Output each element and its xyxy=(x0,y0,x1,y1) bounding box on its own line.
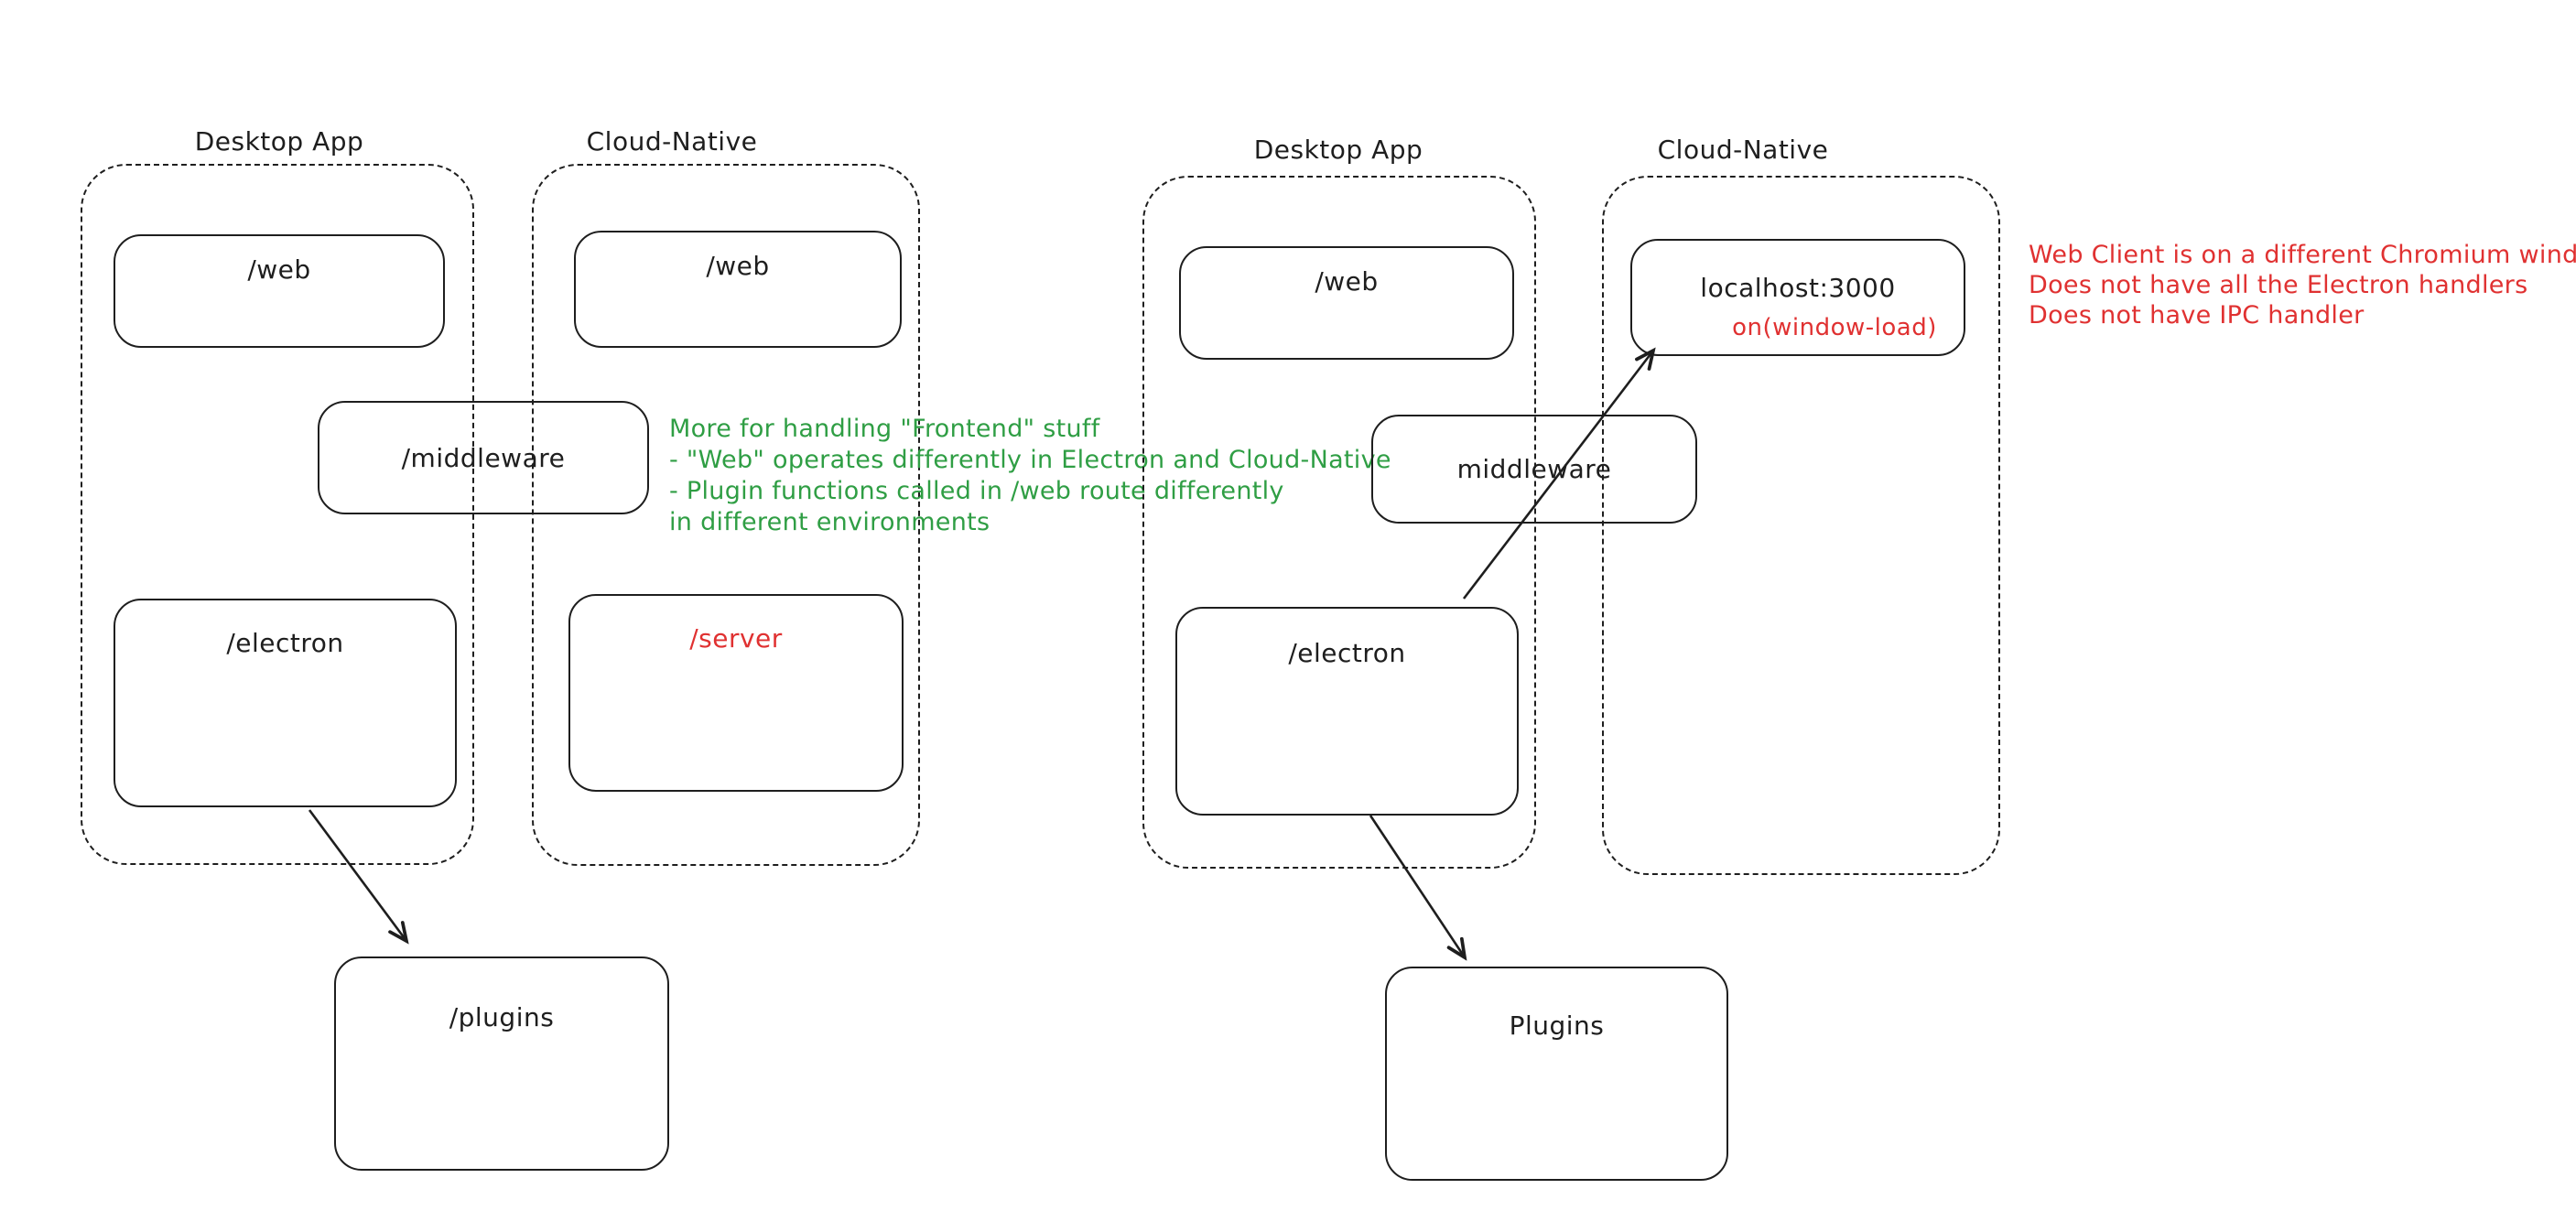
left-plugins-node: /plugins xyxy=(334,956,669,1171)
right-note-line-2: Does not have all the Electron handlers xyxy=(2029,271,2528,299)
right-plugins-node: Plugins xyxy=(1385,967,1728,1181)
right-note-line-1: Web Client is on a different Chromium wi… xyxy=(2029,241,2576,269)
right-middleware-label: middleware xyxy=(1456,454,1612,484)
right-desktop-web-label: /web xyxy=(1315,266,1379,297)
left-plugins-label: /plugins xyxy=(449,1002,555,1032)
right-plugins-label: Plugins xyxy=(1509,1010,1605,1041)
right-desktop-web-node: /web xyxy=(1179,246,1514,360)
right-cloud-native-title: Cloud-Native xyxy=(1657,135,1829,165)
left-cloud-web-node: /web xyxy=(574,231,902,348)
left-desktop-app-title: Desktop App xyxy=(194,126,364,157)
left-middleware-node: /middleware xyxy=(318,401,649,514)
right-desktop-app-title: Desktop App xyxy=(1253,135,1423,165)
left-electron-node: /electron xyxy=(114,599,457,807)
right-localhost-node: localhost:3000 on(window-load) xyxy=(1630,239,1965,356)
left-cloud-native-container xyxy=(532,164,920,866)
left-server-label: /server xyxy=(689,623,783,654)
left-cloud-native-title: Cloud-Native xyxy=(586,126,758,157)
left-server-node: /server xyxy=(568,594,904,792)
left-desktop-web-label: /web xyxy=(247,254,311,285)
left-note-line-3: - Plugin functions called in /web route … xyxy=(669,477,1284,505)
right-electron-node: /electron xyxy=(1175,607,1519,816)
right-window-load-label: on(window-load) xyxy=(1732,313,1937,341)
right-electron-label: /electron xyxy=(1288,638,1406,668)
left-desktop-web-node: /web xyxy=(114,234,445,348)
left-note-line-2: - "Web" operates differently in Electron… xyxy=(669,446,1391,474)
left-note-line-1: More for handling "Frontend" stuff xyxy=(669,415,1100,443)
right-note-line-3: Does not have IPC handler xyxy=(2029,301,2365,330)
left-desktop-app-container xyxy=(81,164,474,865)
left-annotation-note: More for handling "Frontend" stuff - "We… xyxy=(669,414,1391,538)
right-middleware-node: middleware xyxy=(1371,415,1697,524)
left-electron-label: /electron xyxy=(226,628,344,658)
right-annotation-note: Web Client is on a different Chromium wi… xyxy=(2029,240,2576,330)
left-note-line-4: in different environments xyxy=(669,508,990,536)
left-middleware-label: /middleware xyxy=(401,442,566,473)
left-cloud-web-label: /web xyxy=(706,251,770,281)
right-localhost-label: localhost:3000 xyxy=(1700,272,1896,303)
